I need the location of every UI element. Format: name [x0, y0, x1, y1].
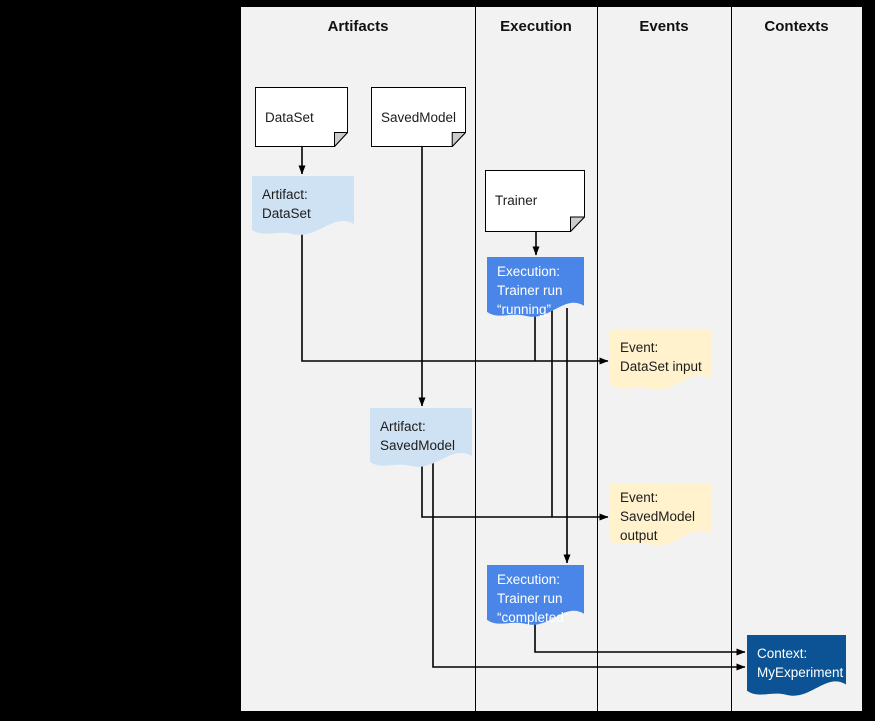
document-wave-shape [252, 176, 354, 235]
document-folded-corner-shape [485, 170, 585, 232]
node-trainer: Trainer [485, 170, 585, 232]
node-label: “running” [497, 302, 552, 317]
arrow-execution-completed-to-context [534, 612, 746, 656]
node-execution-completed: Execution: Trainer run “completed” [487, 565, 584, 628]
node-event-savedmodel-output: Event: SavedModel output [610, 483, 711, 549]
document-wave-shape [610, 483, 711, 546]
node-label: Event: [620, 490, 659, 505]
node-label: Trainer run [497, 283, 563, 298]
node-label: SavedModel [381, 110, 457, 125]
document-wave-shape [370, 408, 472, 467]
node-label: Execution: [497, 572, 561, 587]
node-dataset: DataSet [255, 87, 348, 147]
column-header-events: Events [639, 18, 689, 35]
arrow-artifact-savedmodel-to-event-savedmodel-output [421, 457, 609, 521]
node-label: output [620, 528, 658, 543]
arrow-artifact-savedmodel-to-context [432, 457, 746, 671]
node-label: Trainer run [497, 591, 563, 606]
column-header-artifacts: Artifacts [327, 18, 389, 35]
document-wave-shape [487, 257, 584, 317]
node-label: Execution: [497, 264, 561, 279]
document-folded-corner-shape [371, 87, 466, 147]
node-execution-running: Execution: Trainer run “running” [487, 257, 584, 320]
document-wave-shape [747, 635, 846, 696]
node-label: Event: [620, 340, 659, 355]
node-label: MyExperiment [757, 665, 844, 680]
folded-corner-icon [452, 133, 465, 147]
node-label: Artifact: [380, 419, 426, 434]
swimlane-panel: Artifacts Execution Events Contexts [241, 7, 862, 711]
folded-corner-icon [571, 217, 585, 231]
column-header-execution: Execution [500, 18, 572, 35]
node-event-dataset-input: Event: DataSet input [610, 329, 711, 393]
node-label: SavedModel [380, 438, 456, 453]
document-wave-shape [487, 565, 584, 625]
node-artifact-dataset: Artifact: DataSet [252, 176, 354, 238]
node-savedmodel: SavedModel [371, 87, 466, 147]
node-label: DataSet input [620, 359, 702, 374]
node-label: DataSet [265, 110, 314, 125]
node-label: Artifact: [262, 187, 308, 202]
document-wave-shape [610, 329, 711, 390]
node-context-myexperiment: Context: MyExperiment [747, 635, 846, 699]
node-label: SavedModel [620, 509, 696, 524]
node-label: DataSet [262, 206, 311, 221]
node-label: Trainer [495, 193, 538, 208]
node-artifact-savedmodel: Artifact: SavedModel [370, 408, 472, 470]
arrow-artifact-dataset-to-event-dataset-input [301, 227, 609, 365]
node-label: “completed” [497, 610, 569, 625]
node-label: Context: [757, 646, 808, 661]
document-folded-corner-shape [255, 87, 348, 147]
connector-layer [298, 7, 746, 711]
column-header-contexts: Contexts [764, 18, 829, 35]
folded-corner-icon [335, 133, 348, 147]
